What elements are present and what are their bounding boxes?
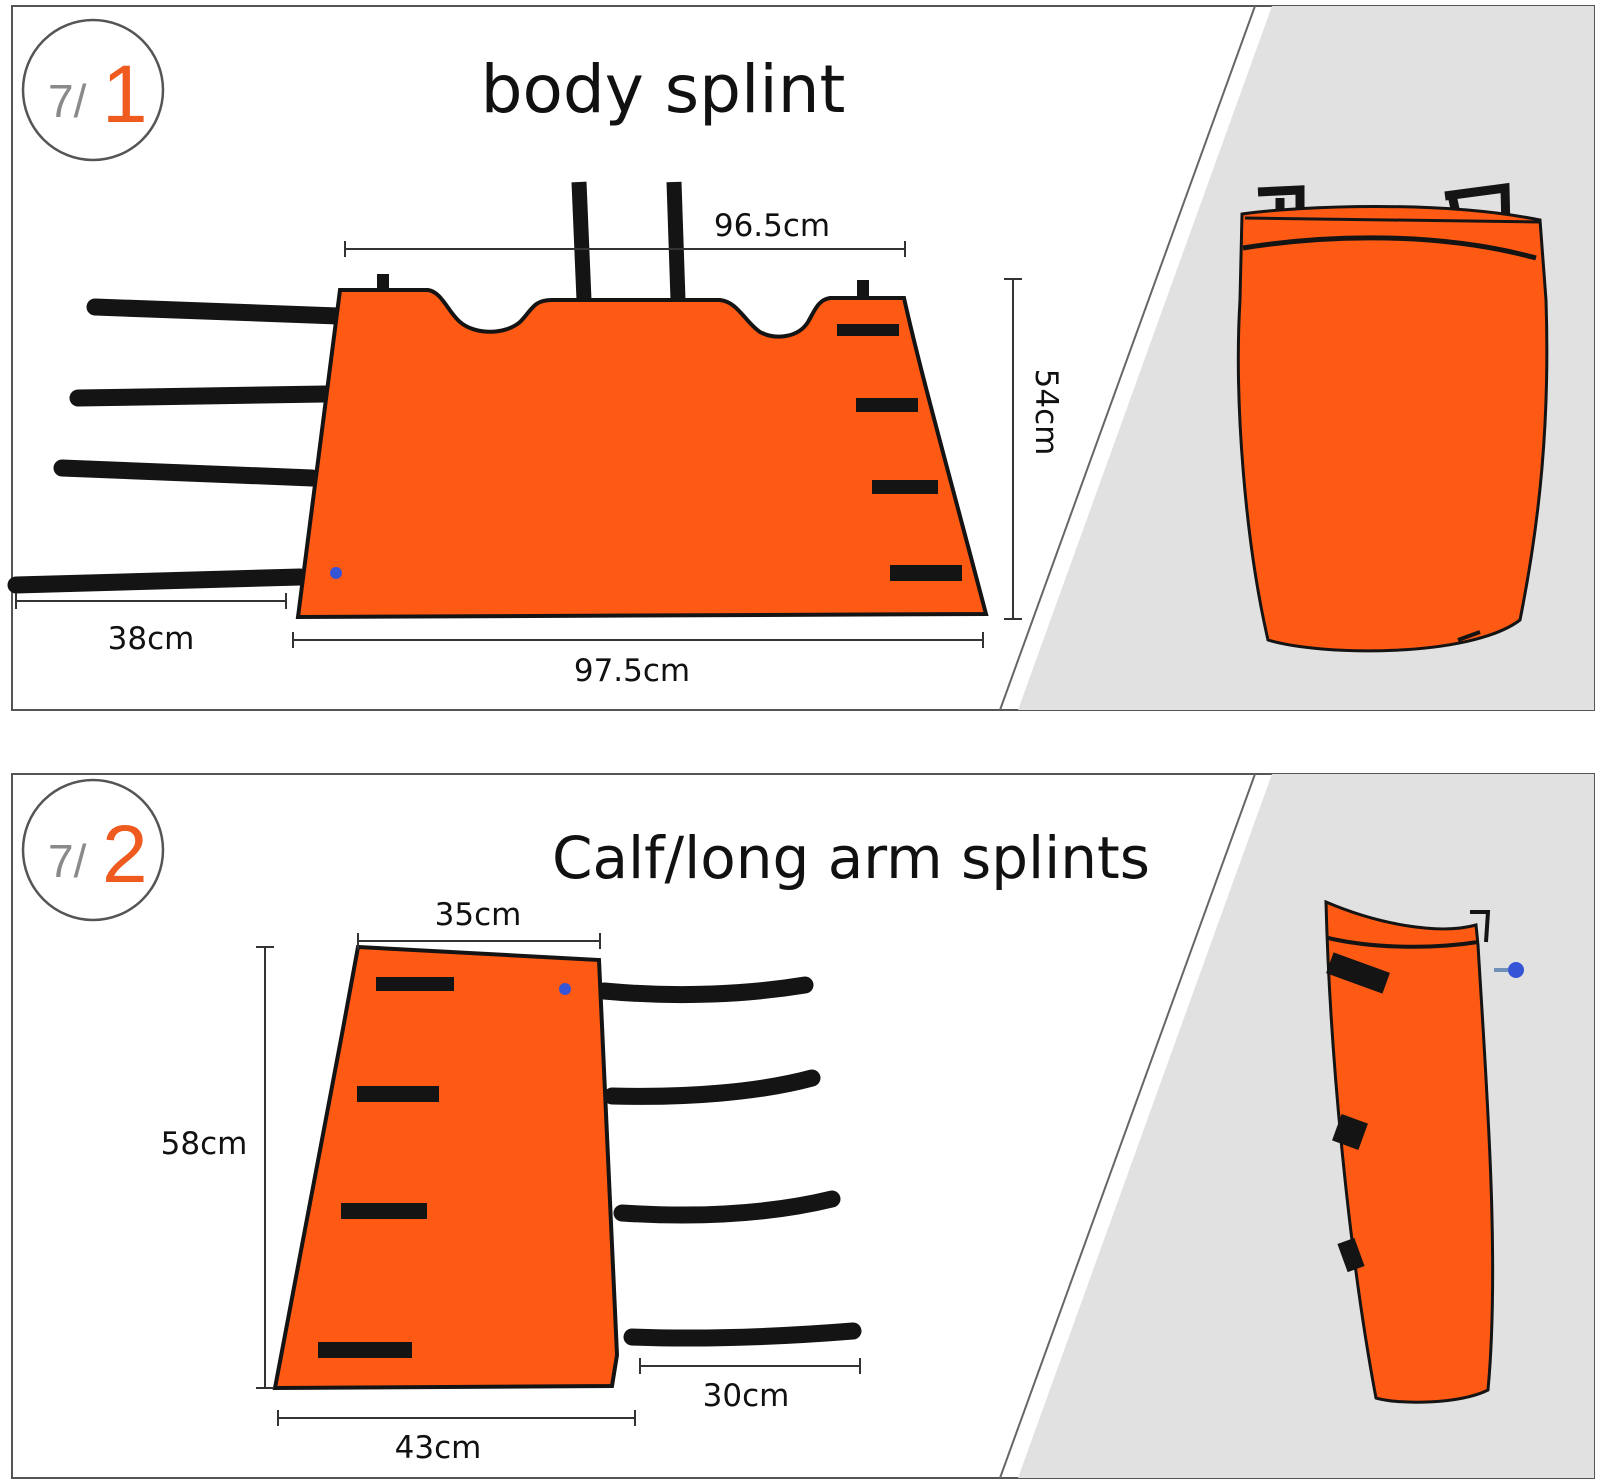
wrapped-splint-image [1236, 182, 1549, 653]
panel-calf-arm-splints: 7/ 2 Calf/long arm splints 35cm [11, 773, 1595, 1479]
panel-title: Calf/long arm splints [552, 824, 1150, 892]
strap-group-left [7, 298, 347, 594]
dimension-lines [256, 933, 861, 1426]
panel-divider [999, 773, 1256, 1479]
dimension-lines [15, 241, 1022, 648]
badge-number: 1 [102, 49, 148, 140]
calf-splint-pad [272, 944, 620, 1391]
dim-bottom-width: 97.5cm [574, 653, 690, 689]
valve-icon [1508, 962, 1524, 978]
dim-bottom-width: 43cm [395, 1430, 482, 1466]
valve-icon [559, 983, 571, 995]
strap-group-right [595, 976, 862, 1347]
panel-body-splint: 7/ 1 body splint [7, 5, 1595, 711]
dim-strap-length: 30cm [703, 1378, 790, 1414]
step-badge: 7/ 2 [21, 778, 165, 922]
valve-icon [330, 567, 342, 579]
body-splint-pad [295, 288, 989, 620]
velcro-strip [1332, 1114, 1368, 1150]
wrapped-splint-image [1324, 899, 1524, 1404]
dim-strap-length: 38cm [108, 621, 195, 657]
badge-prefix: 7/ [48, 75, 87, 127]
velcro-strips [318, 977, 454, 1358]
velcro-strips [837, 324, 962, 581]
dim-top-width: 96.5cm [714, 208, 830, 244]
velcro-strip [1337, 1237, 1365, 1273]
dim-height: 58cm [161, 1126, 248, 1162]
badge-prefix: 7/ [48, 835, 87, 887]
strap-group-top [571, 181, 686, 301]
dim-top-width: 35cm [435, 897, 522, 933]
panel-divider [999, 5, 1256, 711]
velcro-strip [1326, 952, 1390, 994]
panel-title: body splint [481, 51, 846, 128]
badge-number: 2 [102, 809, 148, 900]
step-badge: 7/ 1 [21, 18, 165, 162]
dim-height: 54cm [1028, 369, 1064, 456]
